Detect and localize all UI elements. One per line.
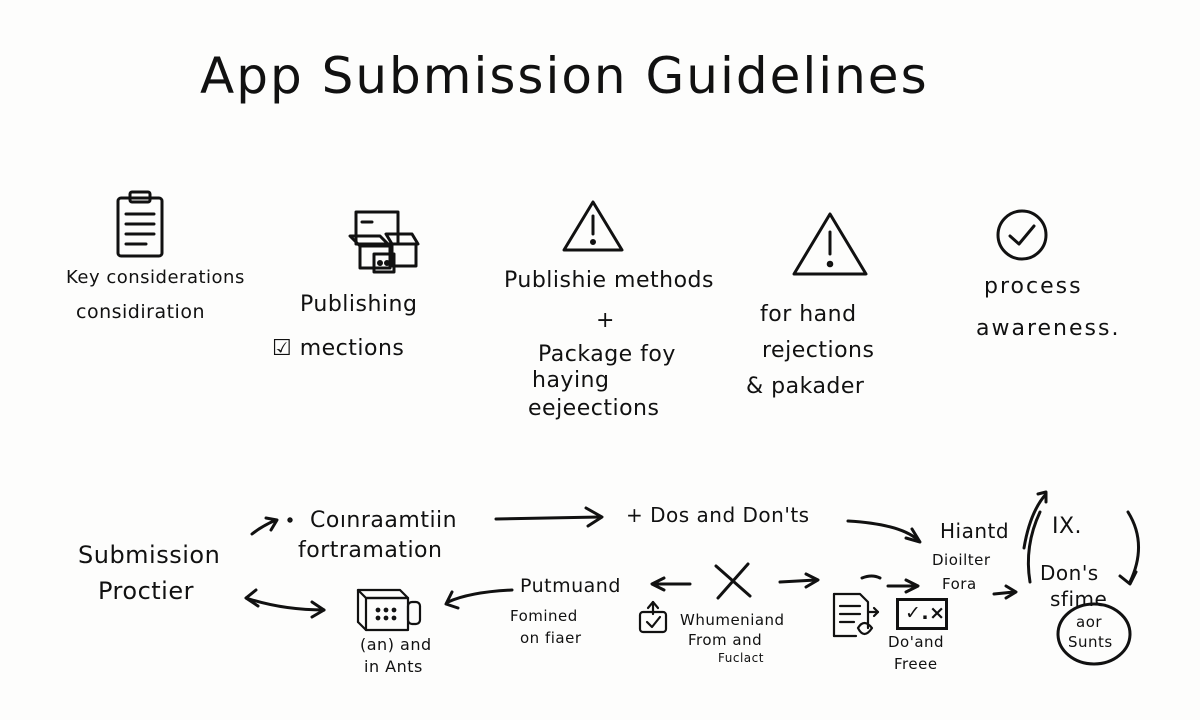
flow-node: Coınraamtiin [310,508,458,533]
flow-node: Do'and [888,633,945,651]
flow-node: Freee [894,655,938,673]
column-label: + [596,308,615,333]
column-label: process [984,274,1083,299]
column-label: rejections [762,338,875,363]
warning-icon [562,200,624,252]
column-label: for hand [760,302,857,327]
check-x-box: ✓.× [896,598,948,630]
flow-node: (an) and [360,635,432,654]
warning-icon [792,212,868,276]
flow-node: + Dos and Don'ts [626,503,810,527]
check-x-label: ✓.× [905,602,946,624]
column-label: haying [532,368,610,393]
flow-node: Whumeniand [680,611,785,629]
column-label: Key considerations [66,267,245,288]
flow-node: fortramation [298,538,443,563]
flow-node: Dioilter [932,551,991,569]
column-label: considiration [76,301,205,323]
package-box-icon [356,588,422,632]
flow-node: in Ants [364,657,423,676]
flow-node: From and [688,631,763,649]
flow-bubble-text: aor [1076,613,1103,631]
flow-start: Submission [78,541,221,569]
upload-check-icon [638,600,668,634]
flow-node: Putmuand [520,575,621,597]
column-label: Package foy [538,342,676,367]
flow-node: Hiantd [940,519,1010,543]
page-title: App Submission Guidelines [200,47,929,105]
flow-node: IX. [1052,514,1083,539]
flow-start: Proctier [98,577,194,605]
flow-node: on fiaer [520,629,582,647]
column-label: & pakader [746,374,865,399]
flow-bubble-text: Sunts [1068,633,1113,651]
packages-icon [348,210,420,274]
document-icon [832,592,880,638]
column-label: awareness. [976,316,1121,341]
flow-node: Don's [1040,561,1099,585]
flow-node: Fomined [510,607,578,625]
check-circle-icon [996,209,1048,261]
clipboard-icon [116,190,164,258]
flow-node: Fora [942,575,977,593]
column-label: Publishie methods [504,268,714,293]
column-label: ☑ mections [272,336,405,361]
column-label: eejeections [528,396,660,421]
column-label: Publishing [300,292,418,317]
flow-node: Fuclact [718,651,764,665]
